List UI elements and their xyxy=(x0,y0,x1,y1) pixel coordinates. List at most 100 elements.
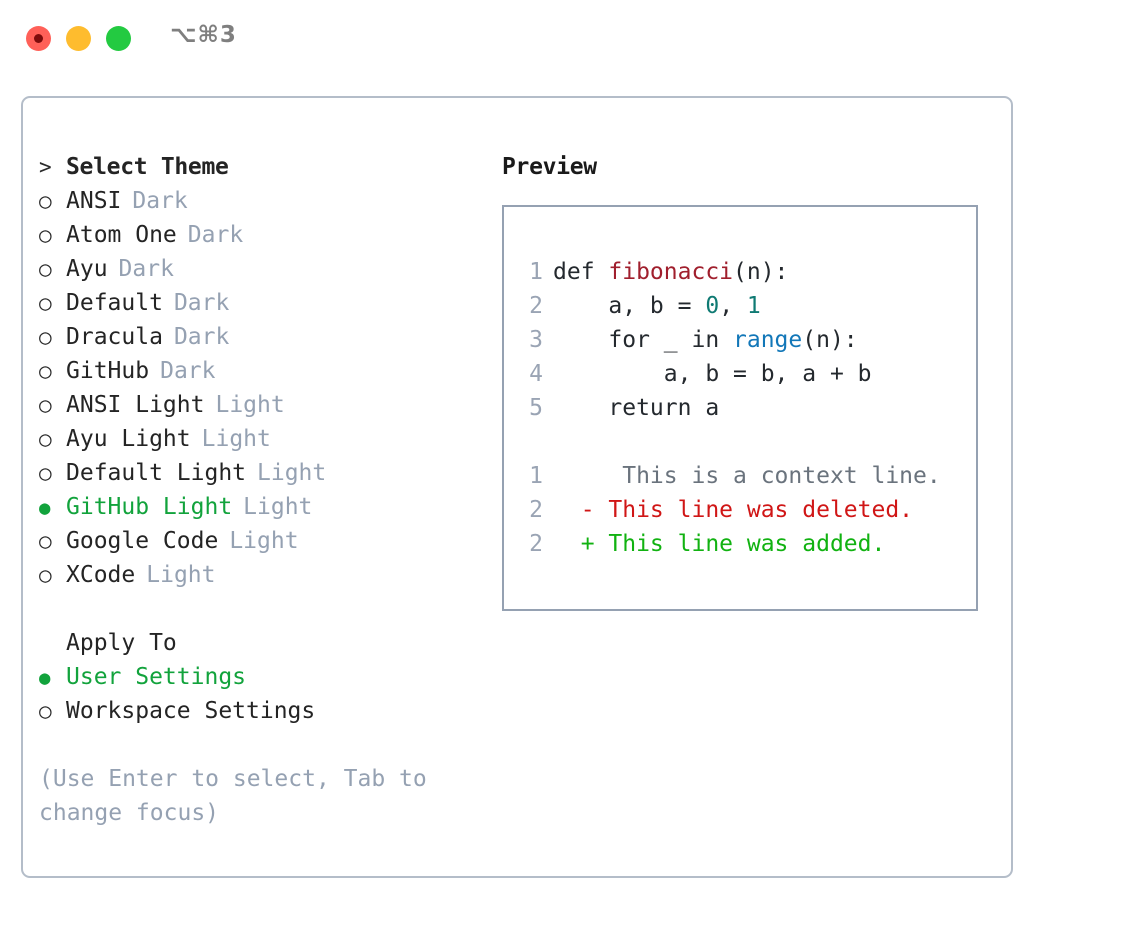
code-gap xyxy=(521,425,941,459)
theme-item-label: Dracula xyxy=(66,324,163,350)
code-token: def xyxy=(553,259,609,285)
theme-list-item[interactable]: ○ Default Light Light xyxy=(39,456,479,490)
code-line: 4 a, b = b, a + b xyxy=(521,357,941,391)
theme-list-item[interactable]: ○ GitHub Dark xyxy=(39,354,479,388)
radio-unselected-icon[interactable]: ○ xyxy=(39,257,52,281)
keyboard-hint-text: (Use Enter to select, Tab to change focu… xyxy=(39,766,427,826)
radio-unselected-icon[interactable]: ○ xyxy=(39,359,52,383)
theme-list-item[interactable]: ○ Dracula Dark xyxy=(39,320,479,354)
theme-list-header-label: Select Theme xyxy=(66,154,229,180)
theme-item-variant-badge: Dark xyxy=(118,256,174,282)
line-number: 2 xyxy=(529,531,543,557)
apply-to-item-label: User Settings xyxy=(66,664,247,690)
radio-unselected-icon[interactable]: ○ xyxy=(39,563,52,587)
diff-text: This is a context line. xyxy=(553,463,941,489)
radio-unselected-icon[interactable]: ○ xyxy=(39,461,52,485)
diff-line: 2 + This line was added. xyxy=(521,527,941,561)
radio-selected-icon[interactable]: ● xyxy=(39,497,51,519)
code-token: a, b = b, a + b xyxy=(553,361,872,387)
theme-item-variant-badge: Light xyxy=(257,460,327,486)
theme-item-label: Default xyxy=(66,290,163,316)
caret-icon: > xyxy=(39,155,52,179)
code-token: (n): xyxy=(802,327,858,353)
theme-item-label: Default Light xyxy=(66,460,247,486)
theme-item-label: Google Code xyxy=(66,528,219,554)
radio-unselected-icon[interactable]: ○ xyxy=(39,325,52,349)
theme-list-header: > Select Theme xyxy=(39,150,479,184)
preview-title: Preview xyxy=(502,154,597,180)
line-number: 1 xyxy=(529,259,543,285)
apply-to-item[interactable]: ○ Workspace Settings xyxy=(39,694,479,728)
radio-unselected-icon[interactable]: ○ xyxy=(39,393,52,417)
code-token: range xyxy=(733,327,803,353)
code-token: , xyxy=(719,293,747,319)
code-line: 5 return a xyxy=(521,391,941,425)
theme-item-variant-badge: Light xyxy=(146,562,216,588)
line-number: 5 xyxy=(529,395,543,421)
apply-to-item-label: Workspace Settings xyxy=(66,698,316,724)
spacer-icon: · xyxy=(39,626,66,660)
radio-unselected-icon[interactable]: ○ xyxy=(39,529,52,553)
list-spacer xyxy=(39,592,479,626)
theme-item-label: ANSI Light xyxy=(66,392,205,418)
apply-to-item[interactable]: ● User Settings xyxy=(39,660,479,694)
minimize-button[interactable] xyxy=(66,26,91,51)
theme-item-variant-badge: Dark xyxy=(132,188,188,214)
theme-list-item[interactable]: ○ Default Dark xyxy=(39,286,479,320)
theme-item-label: XCode xyxy=(66,562,136,588)
line-number: 3 xyxy=(529,327,543,353)
code-token: 1 xyxy=(746,293,761,319)
code-line: 2 a, b = 0, 1 xyxy=(521,289,941,323)
code-token: for _ in xyxy=(553,327,734,353)
theme-item-label: GitHub xyxy=(66,358,150,384)
keyboard-shortcut-label: ⌥⌘3 xyxy=(170,22,237,48)
diff-line: 2 - This line was deleted. xyxy=(521,493,941,527)
theme-item-label: Ayu Light xyxy=(66,426,191,452)
line-number: 2 xyxy=(529,293,543,319)
theme-item-variant-badge: Dark xyxy=(173,324,230,350)
radio-selected-icon[interactable]: ● xyxy=(39,667,51,689)
theme-item-variant-badge: Dark xyxy=(160,358,216,384)
radio-unselected-icon[interactable]: ○ xyxy=(39,189,52,213)
theme-list-item[interactable]: ○ ANSI Light Light xyxy=(39,388,479,422)
theme-item-label: GitHub Light xyxy=(66,494,233,520)
apply-to-list: ·Apply To ● User Settings ○ Workspace Settin… xyxy=(39,626,479,728)
maximize-button[interactable] xyxy=(106,26,131,51)
close-button[interactable] xyxy=(26,26,51,51)
recording-indicator-icon xyxy=(34,34,43,43)
theme-list-item[interactable]: ○ XCode Light xyxy=(39,558,479,592)
theme-list-item[interactable]: ● GitHub Light Light xyxy=(39,490,479,524)
code-token: (n): xyxy=(733,259,789,285)
radio-unselected-icon[interactable]: ○ xyxy=(39,291,52,315)
code-line: 3 for _ in range(n): xyxy=(521,323,941,357)
theme-item-variant-badge: Light xyxy=(243,494,313,520)
line-number: 1 xyxy=(529,463,543,489)
theme-item-variant-badge: Light xyxy=(201,426,271,452)
line-number: 4 xyxy=(529,361,543,387)
title-bar: ⌥⌘3 xyxy=(0,0,1140,78)
theme-item-variant-badge: Light xyxy=(215,392,285,418)
diff-text: - This line was deleted. xyxy=(553,497,914,523)
radio-unselected-icon[interactable]: ○ xyxy=(39,427,52,451)
window-controls xyxy=(26,26,131,51)
apply-to-header-label: Apply To xyxy=(66,630,177,656)
theme-item-label: Atom One xyxy=(66,222,177,248)
theme-item-variant-badge: Dark xyxy=(173,290,230,316)
code-token: 0 xyxy=(705,293,720,319)
radio-unselected-icon[interactable]: ○ xyxy=(39,699,52,723)
diff-text: + This line was added. xyxy=(553,531,886,557)
theme-list-item[interactable]: ○ Ayu Light Light xyxy=(39,422,479,456)
radio-unselected-icon[interactable]: ○ xyxy=(39,223,52,247)
